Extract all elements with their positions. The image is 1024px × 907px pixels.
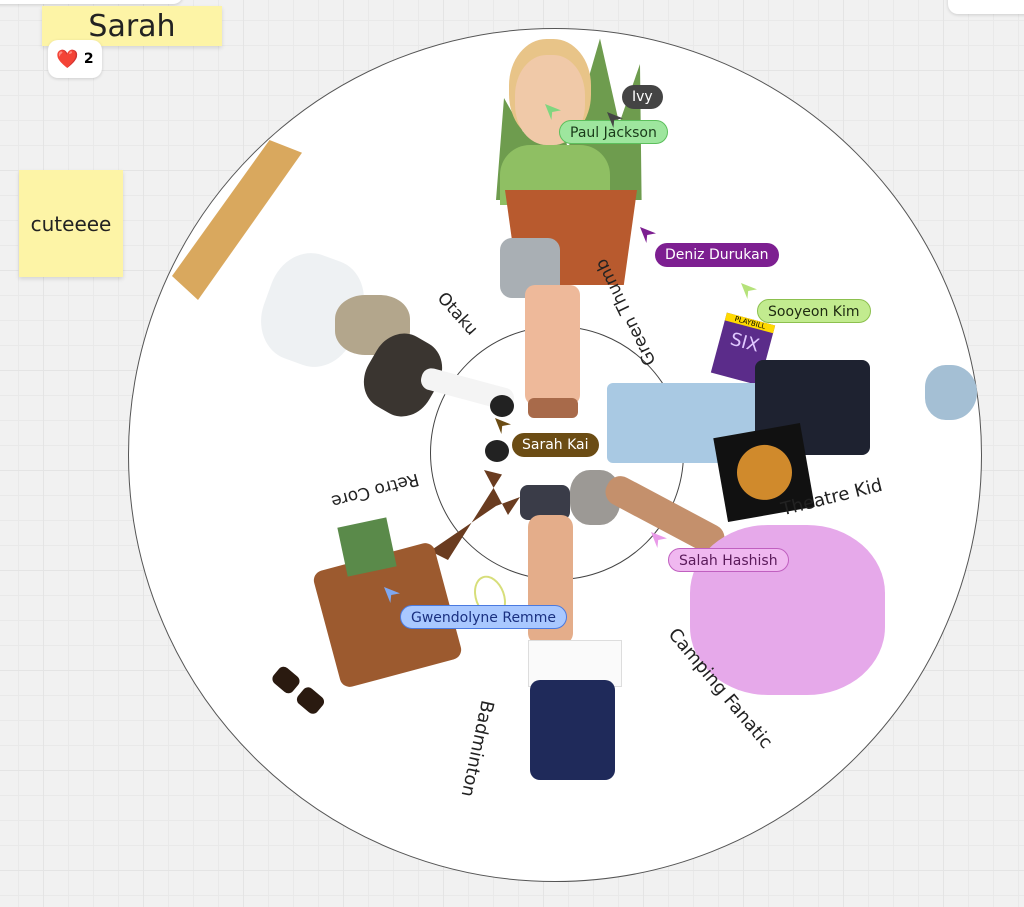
cursor-arrow-icon <box>384 587 400 603</box>
sneakers-image[interactable] <box>520 485 570 520</box>
photo-image[interactable] <box>337 517 397 577</box>
tennis-skirt-image[interactable] <box>528 640 622 687</box>
navy-top-image[interactable] <box>530 680 615 780</box>
cursor-label: Sarah Kai <box>512 433 599 457</box>
cursor-deniz-durukan: Deniz Durukan <box>640 227 779 267</box>
comment-card-right[interactable] <box>948 0 1024 14</box>
cursor-arrow-icon <box>640 227 656 243</box>
otaku-shoe-image[interactable] <box>490 395 514 417</box>
cursor-ivy: Ivy <box>607 85 663 128</box>
reaction-badge[interactable]: ❤️ 2 <box>48 40 102 78</box>
playbill-show: SIX <box>727 328 762 357</box>
cursor-paul-jackson: Paul Jackson <box>545 104 668 144</box>
comment-card[interactable] <box>0 0 183 4</box>
cursor-salah-hashish: Salah Hashish <box>651 532 789 572</box>
cursor-label: Deniz Durukan <box>655 243 779 267</box>
beanie-image[interactable] <box>925 365 977 420</box>
sticky-note-sarah[interactable]: Sarah <box>42 6 222 46</box>
cursor-sooyeon-kim: Sooyeon Kim <box>741 283 871 323</box>
sticky-note-text: cuteeee <box>30 211 112 236</box>
cursor-gwendolyne-remme: Gwendolyne Remme <box>384 587 567 629</box>
sticky-note-cuteeee[interactable]: cuteeee <box>19 170 123 277</box>
otaku-shoe-image[interactable] <box>485 440 509 462</box>
lion-icon <box>732 440 796 505</box>
reaction-count: 2 <box>83 51 94 67</box>
cursor-label: Gwendolyne Remme <box>400 605 567 629</box>
cursor-label: Ivy <box>622 85 663 109</box>
cursor-arrow-icon <box>741 283 757 299</box>
heart-icon: ❤️ <box>56 48 79 70</box>
cursor-label: Sooyeon Kim <box>757 299 871 323</box>
sticky-note-text: Sarah <box>88 9 176 44</box>
sandals-image[interactable] <box>528 398 578 418</box>
cursor-arrow-icon <box>495 418 511 434</box>
cursor-arrow-icon <box>651 532 667 548</box>
person-legs-image[interactable] <box>525 285 580 405</box>
cursor-label: Salah Hashish <box>668 548 789 572</box>
cursor-sarah-kai: Sarah Kai <box>495 418 599 457</box>
cursor-arrow-icon <box>607 112 623 128</box>
cursor-arrow-icon <box>545 104 561 120</box>
